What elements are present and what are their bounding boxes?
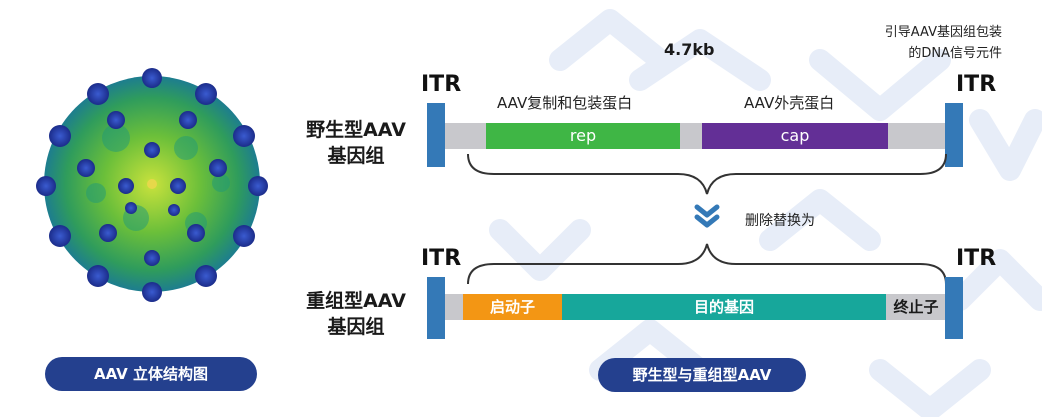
promoter-segment: 启动子 [463, 294, 562, 320]
structure-caption: AAV 立体结构图 [93, 365, 209, 383]
terminator-segment: 终止子 [886, 294, 946, 320]
wild-type-brace [467, 153, 947, 195]
recombinant-label-line-1: 重组型AAV [306, 290, 406, 312]
wild-type-label-line-1: 野生型AAV [306, 119, 406, 141]
cap-description: AAV外壳蛋白 [744, 94, 835, 112]
comparison-caption: 野生型与重组型AAV [632, 366, 772, 384]
itr-label-bottom-right: ITR [956, 246, 997, 271]
genome-length-label: 4.7kb [664, 40, 715, 59]
comparison-caption-pill: 野生型与重组型AAV [598, 358, 806, 392]
signal-element-note: 引导AAV基因组包装 的DNA信号元件 [830, 22, 1002, 64]
signal-note-line-2: 的DNA信号元件 [908, 46, 1002, 61]
recombinant-brace [467, 243, 947, 285]
itr-label-top-left: ITR [421, 72, 462, 97]
itr-block-bottom-left [427, 277, 445, 339]
itr-block-top-right [945, 103, 963, 167]
itr-block-bottom-right [945, 277, 963, 339]
itr-block-top-left [427, 103, 445, 167]
recombinant-label-line-2: 基因组 [327, 316, 385, 338]
double-chevron-down-icon [694, 204, 720, 228]
wild-type-label-line-2: 基因组 [327, 145, 385, 167]
rep-segment: rep [486, 123, 680, 149]
replace-label: 删除替换为 [745, 213, 815, 229]
structure-caption-pill: AAV 立体结构图 [45, 357, 257, 391]
itr-label-top-right: ITR [956, 72, 997, 97]
target-gene-segment: 目的基因 [562, 294, 886, 320]
rep-description: AAV复制和包装蛋白 [497, 94, 633, 112]
aav-virus-illustration [36, 68, 268, 302]
cap-segment: cap [702, 123, 888, 149]
wild-type-genome-label: 野生型AAV 基因组 [296, 117, 416, 169]
itr-label-bottom-left: ITR [421, 246, 462, 271]
recombinant-genome-label: 重组型AAV 基因组 [296, 288, 416, 340]
signal-note-line-1: 引导AAV基因组包装 [884, 25, 1002, 40]
